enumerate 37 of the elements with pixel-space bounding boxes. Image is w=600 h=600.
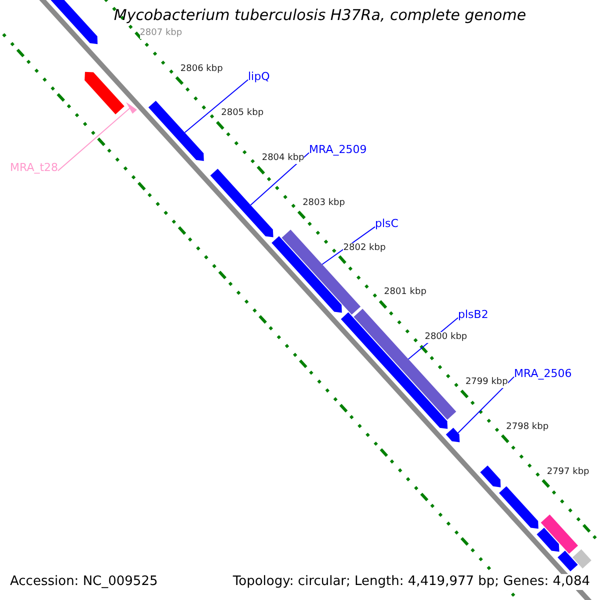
tick-label: 2801 kbp (384, 287, 426, 298)
gene-segment (340, 312, 448, 429)
genome-info-text: Topology: circular; Length: 4,419,977 bp; Genes: 4,084 (232, 574, 590, 590)
title: Mycobacterium tuberculosis H37Ra, complete genome (112, 6, 528, 24)
gene-segment (572, 549, 592, 568)
gene-label: lipQ (248, 70, 270, 83)
tick-label: 2805 kbp (221, 108, 264, 120)
tick-label: 2802 kbp (343, 242, 386, 254)
gene-segment (446, 428, 460, 442)
tick-label: 2803 kbp (302, 198, 345, 209)
tick-label: 2800 kbp (424, 332, 468, 344)
gene-segment (536, 528, 560, 552)
tick-label: 2804 kbp (262, 153, 304, 164)
gene-label: MRA_2506 (514, 367, 572, 380)
gene-segment (540, 514, 578, 554)
gene-label: plsB2 (458, 308, 488, 321)
tick-label: 2799 kbp (465, 376, 508, 388)
tick-label: 2806 kbp (180, 64, 223, 75)
tick-label: 2797 kbp (546, 466, 590, 478)
gene-segment (84, 72, 124, 114)
tick-label: 2807 kbp (140, 28, 182, 39)
gene-segment (148, 100, 204, 161)
gene-segment (272, 236, 342, 313)
gene-segment (126, 102, 137, 114)
gene-segment (558, 550, 578, 572)
gene-label: MRA_t28 (10, 161, 58, 174)
leader-line (250, 152, 310, 206)
gene-label: plsC (375, 217, 398, 230)
leader-line (58, 108, 130, 172)
gene-label: MRA_2509 (309, 143, 367, 156)
leader-line (184, 79, 248, 133)
gene-segment (210, 168, 274, 238)
accession-text: Accession: NC_009525 (10, 574, 158, 590)
gene-segment (480, 466, 501, 488)
gene-segment (499, 486, 538, 529)
leader-line (458, 376, 514, 434)
tick-label: 2798 kbp (506, 422, 549, 433)
